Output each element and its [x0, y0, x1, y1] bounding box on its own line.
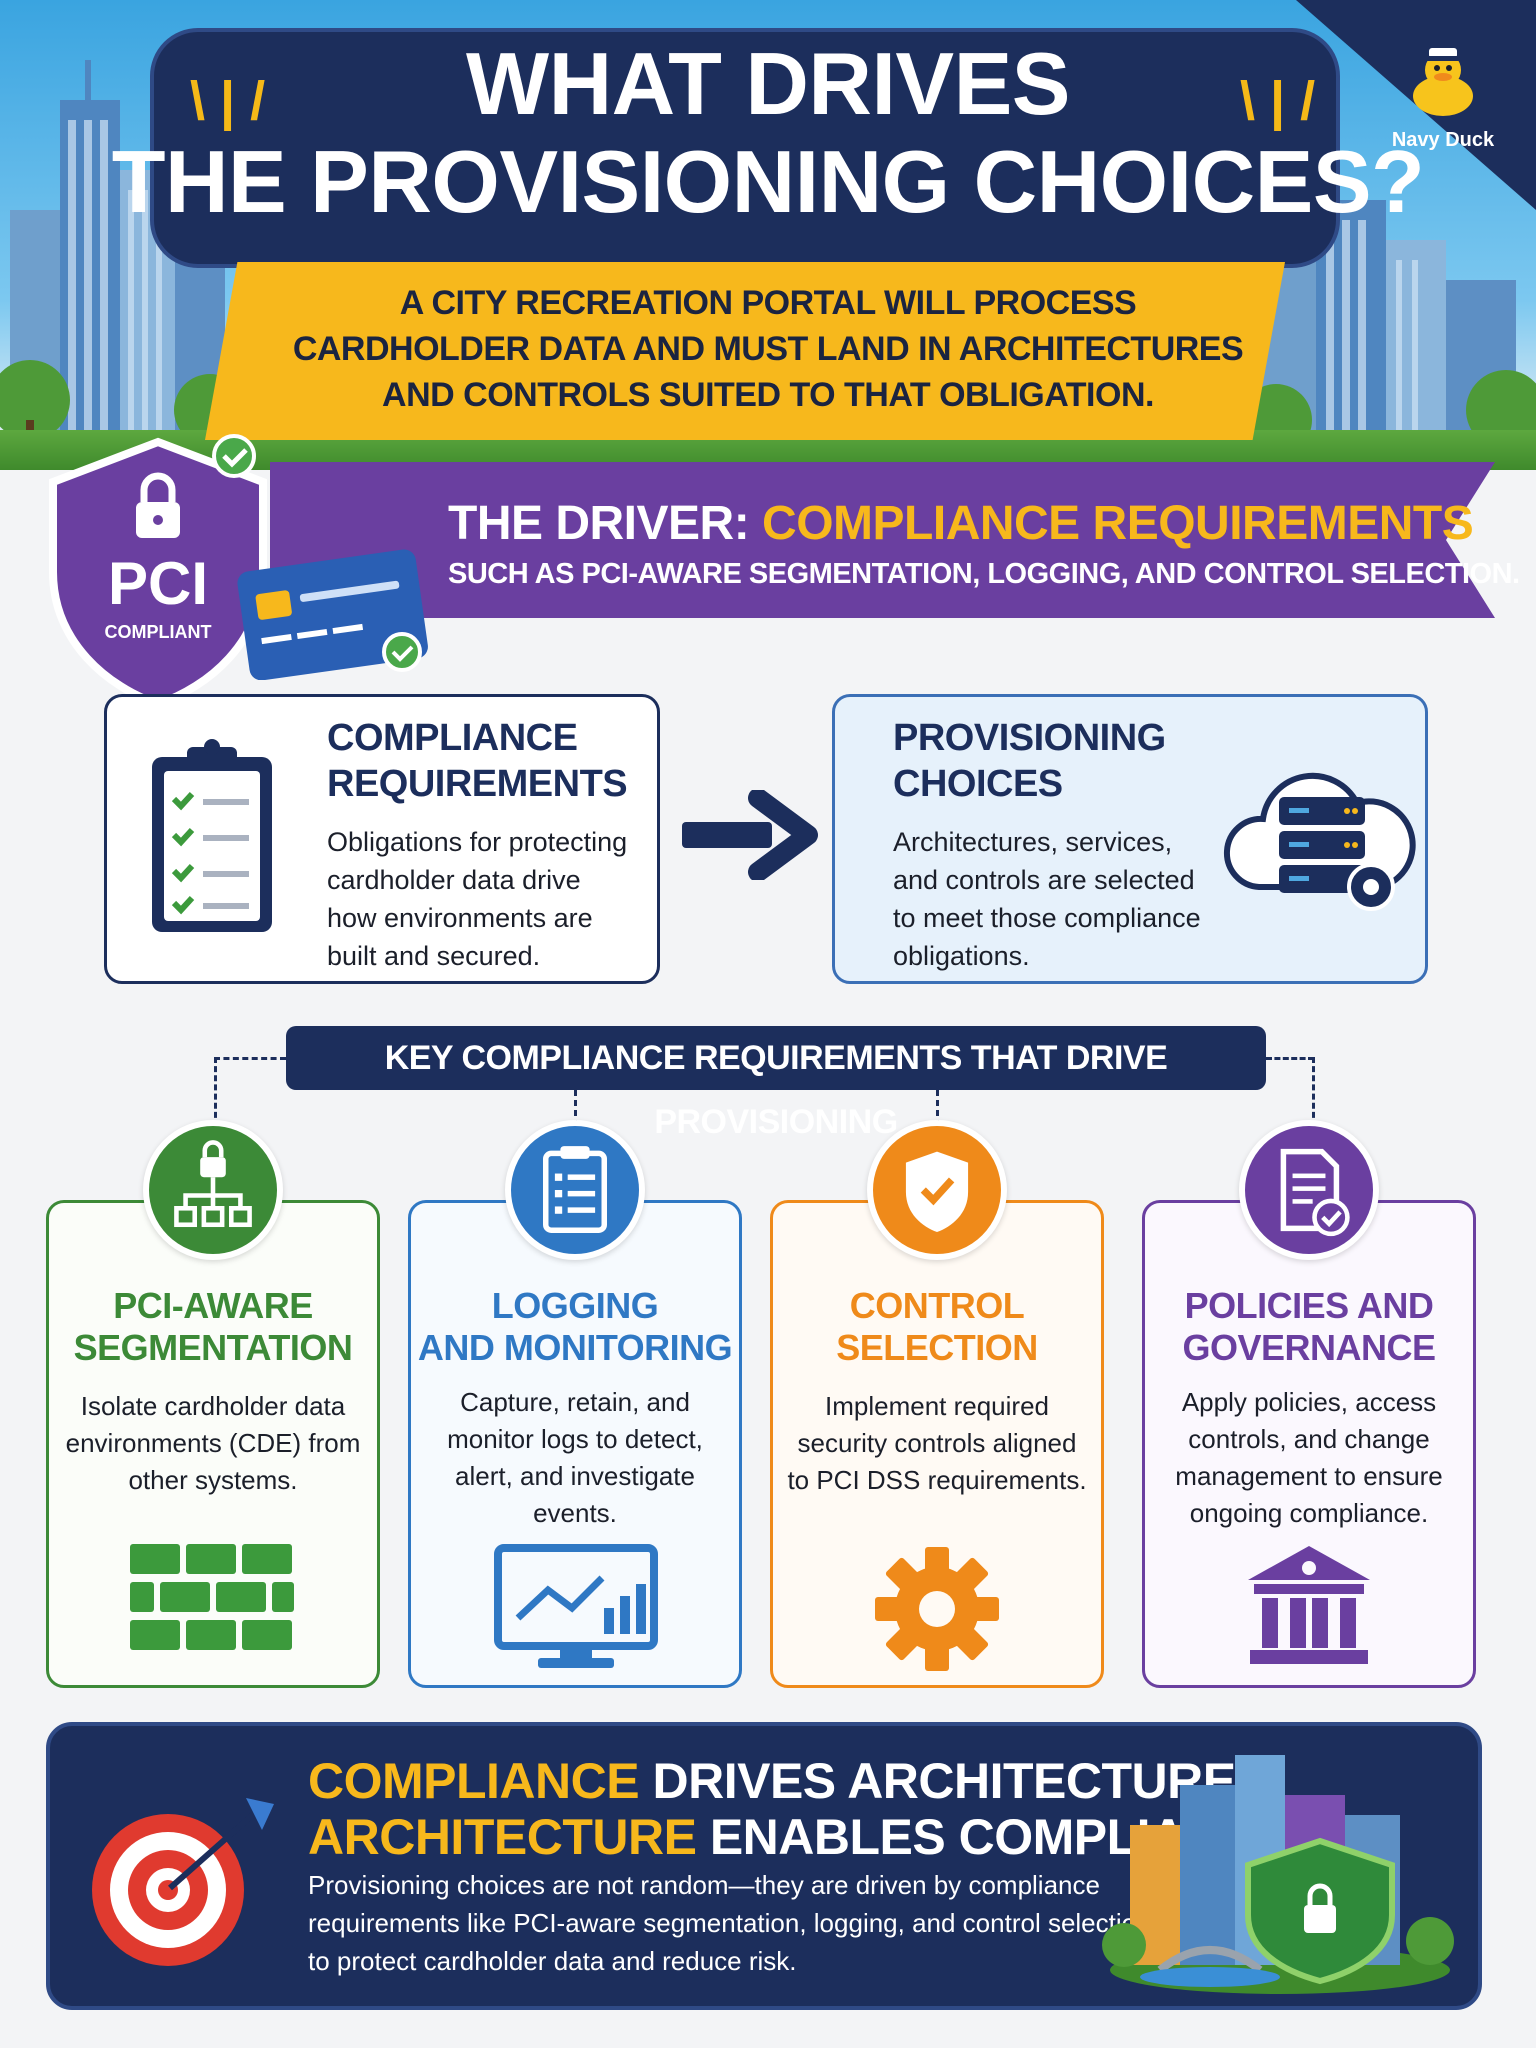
compliance-card-text-line4: built and secured. [327, 941, 541, 971]
logging-title-line1: LOGGING [491, 1285, 659, 1326]
policies-text-line1: Apply policies, access [1181, 1387, 1437, 1417]
connector-line [214, 1057, 286, 1060]
subtitle-line2: CARDHOLDER DATA AND MUST LAND IN ARCHITE… [292, 330, 1244, 368]
provisioning-card-text-line1: Architectures, services, [893, 827, 1173, 857]
compliance-card-title-line1: COMPLIANCE [327, 717, 578, 759]
subtitle-line1: A CITY RECREATION PORTAL WILL PROCESS [399, 284, 1137, 322]
spark-right-decoration: \ | / [1240, 71, 1316, 131]
segmentation-text-line1: Isolate cardholder data [80, 1391, 346, 1421]
right-arrow-icon [682, 790, 818, 880]
subtitle-box [205, 262, 1285, 440]
provisioning-card-title-line1: PROVISIONING [893, 717, 1166, 759]
document-check-icon [1239, 1120, 1379, 1260]
hero-section: Navy Duck \ | / \ | / WHAT DRIVES THE PR… [0, 0, 1536, 470]
policies-card [1142, 1200, 1476, 1688]
summary-highlight1: COMPLIANCE [308, 1753, 640, 1809]
policies-text-line4: ongoing compliance. [1189, 1498, 1429, 1528]
summary-rest1: DRIVES ARCHITECTURE. [639, 1753, 1250, 1809]
driver-title: THE DRIVER: COMPLIANCE REQUIREMENTS [448, 496, 1474, 551]
policies-text-line3: management to ensure [1175, 1461, 1443, 1491]
institution-icon [1248, 1546, 1370, 1664]
provisioning-card-title-line2: CHOICES [893, 763, 1063, 805]
credit-card-icon [237, 549, 428, 680]
segmentation-text-line2: environments (CDE) from [65, 1428, 361, 1458]
shield-subtext: COMPLIANT [105, 622, 212, 642]
segmentation-text-line3: other systems. [128, 1465, 298, 1495]
control-text-line2: security controls aligned [797, 1428, 1077, 1458]
driver-highlight: COMPLIANCE REQUIREMENTS [762, 497, 1474, 550]
compliance-card-text-line3: how environments are [327, 903, 593, 933]
summary-highlight2: ARCHITECTURE [308, 1809, 697, 1865]
compliance-card-title-line2: REQUIREMENTS [327, 763, 628, 805]
summary-headline-line1: COMPLIANCE DRIVES ARCHITECTURE. [308, 1752, 1250, 1810]
policies-title-line2: GOVERNANCE [1182, 1327, 1436, 1368]
page-title-line1: WHAT DRIVES [466, 34, 1070, 133]
connector-line [574, 1090, 577, 1126]
monitor-chart-icon [494, 1544, 658, 1668]
subtitle-line3: AND CONTROLS SUITED TO THAT OBLIGATION. [382, 376, 1154, 414]
target-icon [92, 1798, 274, 1966]
connector-line [1312, 1057, 1315, 1127]
policies-title-line1: POLICIES AND [1184, 1285, 1434, 1326]
duck-icon [1413, 48, 1473, 116]
segmentation-title-line1: PCI-AWARE [113, 1285, 313, 1326]
provisioning-choices-card: PROVISIONING CHOICES Architectures, serv… [832, 694, 1428, 984]
provisioning-card-text-line3: to meet those compliance [893, 903, 1201, 933]
shield-text: PCI [108, 550, 208, 617]
connector-line [214, 1057, 217, 1127]
provisioning-card-text-line2: and controls are selected [893, 865, 1195, 895]
control-title-line2: SELECTION [836, 1327, 1038, 1368]
connector-line [936, 1090, 939, 1126]
summary-text-line3: to protect cardholder data and reduce ri… [308, 1946, 797, 1976]
logging-title-line2: AND MONITORING [417, 1327, 733, 1368]
firewall-icon [130, 1544, 294, 1650]
compliance-card-text-line1: Obligations for protecting [327, 827, 628, 857]
shield-check-icon [867, 1120, 1007, 1260]
brand-logo: Navy Duck [1368, 40, 1518, 152]
secure-city-illustration [1102, 1755, 1454, 1994]
driver-subtitle: SUCH AS PCI-AWARE SEGMENTATION, LOGGING,… [448, 558, 1520, 590]
logging-text-line4: events. [533, 1498, 617, 1528]
segmentation-title-line2: SEGMENTATION [73, 1327, 353, 1368]
page-title-line2: THE PROVISIONING CHOICES? [111, 132, 1425, 231]
brand-name: Navy Duck [1391, 129, 1495, 151]
title-box [150, 28, 1340, 268]
segmentation-card [46, 1200, 380, 1688]
clipboard-list-icon [505, 1120, 645, 1260]
driver-banner [270, 462, 1495, 618]
control-text-line3: to PCI DSS requirements. [787, 1465, 1087, 1495]
provisioning-card-text-line4: obligations. [893, 941, 1030, 971]
policies-text-line2: controls, and change [1188, 1424, 1430, 1454]
connector-line [1266, 1057, 1314, 1060]
logging-text-line2: monitor logs to detect, [447, 1424, 703, 1454]
spark-left-decoration: \ | / [190, 71, 266, 131]
driver-label: THE DRIVER: [448, 497, 750, 550]
logging-text-line1: Capture, retain, and [460, 1387, 690, 1417]
logging-text-line3: alert, and investigate [455, 1461, 695, 1491]
control-text-line1: Implement required [825, 1391, 1049, 1421]
network-lock-icon [143, 1120, 283, 1260]
cloud-server-icon [1223, 772, 1416, 911]
compliance-card-text-line2: cardholder data drive [327, 865, 581, 895]
control-title-line1: CONTROL [849, 1285, 1025, 1326]
key-requirements-header: KEY COMPLIANCE REQUIREMENTS THAT DRIVE P… [286, 1026, 1266, 1141]
summary-text-line2: requirements like PCI-aware segmentation… [308, 1908, 1151, 1938]
gear-icon [875, 1547, 999, 1671]
clipboard-checklist-icon [152, 739, 272, 932]
summary-text-line1: Provisioning choices are not random—they… [308, 1870, 1100, 1900]
compliance-requirements-card: COMPLIANCE REQUIREMENTS Obligations for … [104, 694, 660, 984]
